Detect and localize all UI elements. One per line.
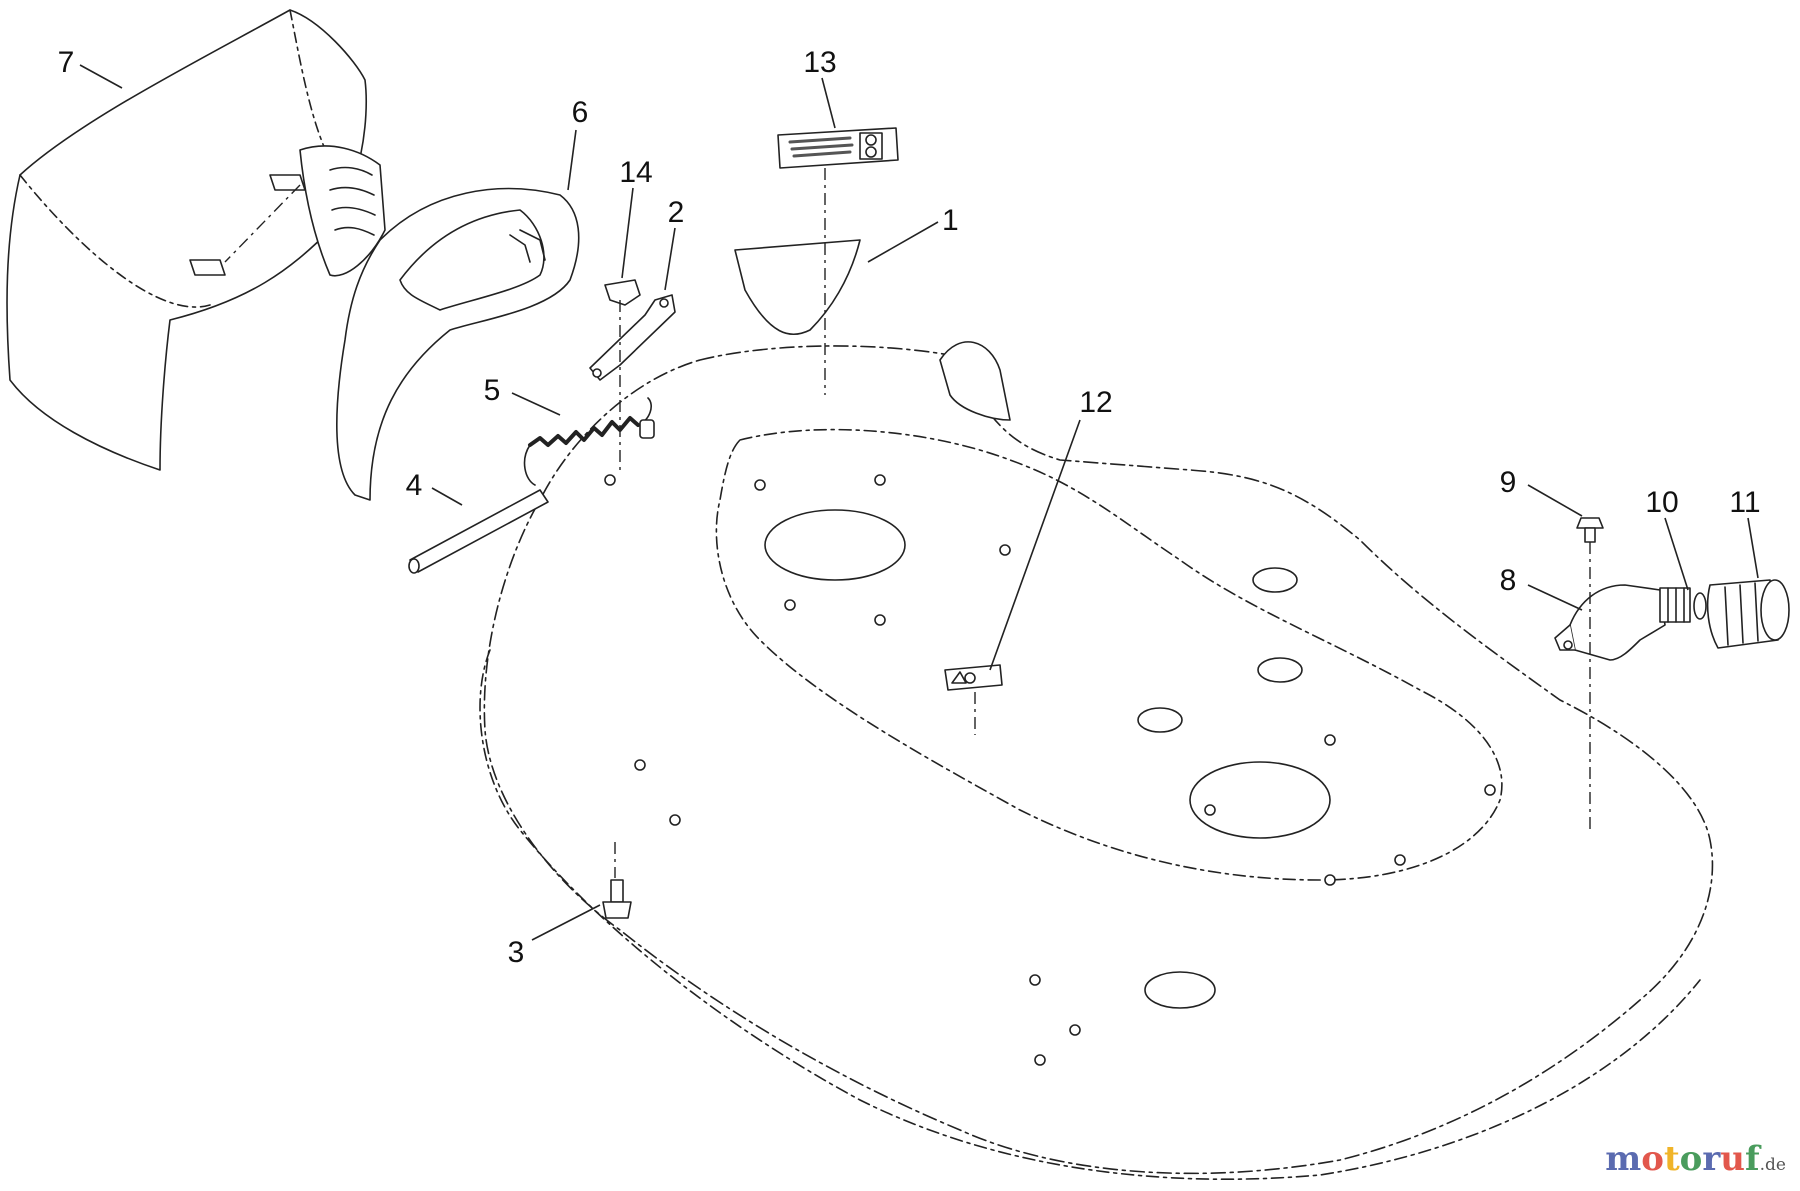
watermark-tld: .de <box>1759 1155 1786 1175</box>
part-12-decal <box>944 664 1003 691</box>
nut <box>639 419 655 439</box>
part-14-bracket <box>604 279 641 306</box>
callout-12: 12 <box>1079 386 1112 419</box>
part-6-chute-door <box>336 187 580 501</box>
part-1-flap <box>734 239 861 336</box>
part-10-o-ring <box>1693 592 1707 620</box>
callout-7: 7 <box>58 46 75 79</box>
watermark-letter: m <box>1605 1139 1642 1179</box>
part-4-rod <box>408 489 549 574</box>
watermark-logo: motoruf.de <box>1605 1139 1786 1179</box>
watermark-letter: o <box>1679 1139 1703 1179</box>
callout-5: 5 <box>484 374 501 407</box>
callout-1: 1 <box>942 204 959 237</box>
callout-2: 2 <box>668 196 685 229</box>
mower-deck <box>479 341 1714 1181</box>
callout-10: 10 <box>1645 486 1678 519</box>
watermark-letter: u <box>1720 1139 1745 1179</box>
center-lines <box>224 168 1591 878</box>
part-3-bolt <box>602 879 632 919</box>
watermark-letter: f <box>1745 1139 1760 1179</box>
callout-3: 3 <box>508 936 525 969</box>
part-11-cap <box>1706 579 1790 649</box>
callout-13: 13 <box>803 46 836 79</box>
callout-6: 6 <box>572 96 589 129</box>
watermark-letter: r <box>1702 1139 1721 1179</box>
callout-9: 9 <box>1500 466 1517 499</box>
callout-4: 4 <box>406 469 423 502</box>
leader-lines <box>79 64 1759 941</box>
part-2-arm <box>589 294 676 381</box>
callout-labels: 1 2 3 4 5 6 7 8 9 10 11 12 13 14 <box>58 46 1761 969</box>
watermark-letter: t <box>1663 1139 1680 1179</box>
part-8-elbow <box>1554 584 1691 661</box>
callout-14: 14 <box>619 156 652 189</box>
part-7-discharge-cover <box>6 9 386 471</box>
part-9-bolt <box>1576 517 1604 543</box>
watermark-letter: o <box>1641 1139 1664 1179</box>
callout-11: 11 <box>1729 486 1760 519</box>
part-13-decal <box>777 127 899 169</box>
callout-8: 8 <box>1500 564 1517 597</box>
